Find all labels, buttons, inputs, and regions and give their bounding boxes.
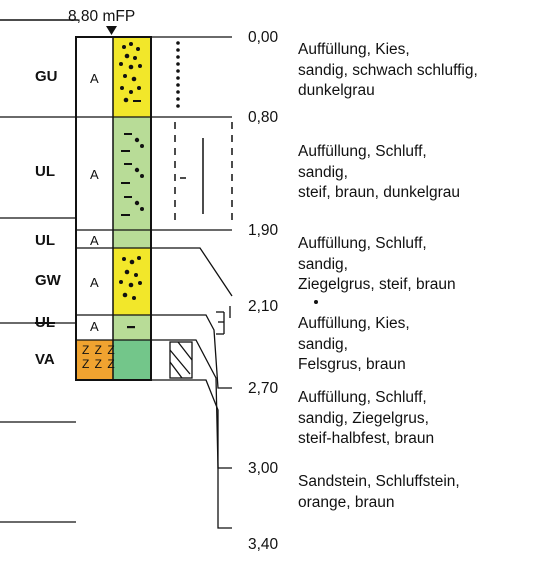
hatched-rock-box [169, 341, 193, 379]
layer-code-ul-1: UL [35, 163, 55, 180]
depth-label: 0,00 [248, 29, 279, 46]
gravel-symbol-gw [119, 256, 142, 300]
layer-description-va: Sandstein, Schluffstein, orange, braun [298, 472, 460, 513]
layer-description-ul-1: Auffüllung, Schluff, sandig, steif, brau… [298, 142, 460, 204]
depth-label-final: 3,40 [248, 536, 279, 553]
elevation-label: 8,80 mFP [68, 8, 136, 25]
silt-symbol-ul-1 [121, 133, 144, 216]
description-line: Auffüllung, Schluff, [298, 143, 427, 160]
depth-label: 2,70 [248, 380, 279, 397]
layer-code-gu: GU [35, 68, 58, 85]
gravel-dots-column [176, 41, 180, 108]
small-dot-marker [314, 300, 318, 304]
silt-symbol-ul-3 [127, 326, 135, 329]
small-bracket-symbol [216, 306, 231, 335]
layer-description-ul-2: Auffüllung, Schluff, sandig, Ziegelgrus,… [298, 234, 456, 296]
depth-label: 2,10 [248, 298, 279, 315]
depth-label: 3,00 [248, 460, 279, 477]
layer-description-gw: Auffüllung, Kies, sandig, Felsgrus, brau… [298, 314, 410, 376]
layer-fill-gu [113, 37, 151, 117]
layer-code-ul-3: UL [35, 314, 55, 331]
layer-code-va: VA [35, 351, 55, 368]
description-line: steif, braun, dunkelgrau [298, 184, 460, 201]
description-line: sandig, [298, 163, 348, 181]
description-line: orange, braun [298, 493, 395, 511]
layer-description-gu: Auffüllung, Kies, sandig, schwach schluf… [298, 40, 478, 102]
description-line: Felsgrus, braun [298, 356, 406, 373]
layer-kind-gu: A [90, 71, 99, 86]
layer-description-ul-3: Auffüllung, Schluff, sandig, Ziegelgrus,… [298, 388, 434, 450]
elevation-marker-triangle [106, 26, 117, 35]
description-line: Auffüllung, Schluff, [298, 389, 427, 406]
depth-label: 1,90 [248, 222, 279, 239]
description-line: sandig, [298, 255, 348, 273]
layer-fill-va-green [113, 340, 151, 380]
layer-code-ul-2: UL [35, 232, 55, 249]
description-line: sandig, schwach schluffig, [298, 61, 478, 79]
layer-kind-gw: A [90, 275, 99, 290]
description-line: sandig, Ziegelgrus, [298, 409, 429, 427]
silt-dash-columns [174, 122, 233, 226]
description-line: sandig, [298, 335, 348, 353]
rock-symbol-line-2: Z Z Z [82, 357, 116, 371]
description-line: dunkelgrau [298, 82, 375, 99]
rock-symbol-line-1: Z Z Z [82, 343, 116, 357]
description-line: Auffüllung, Kies, [298, 41, 410, 58]
description-line: steif-halbfest, braun [298, 430, 435, 447]
layer-kind-ul-1: A [90, 167, 99, 182]
layer-kind-ul-2: A [90, 233, 99, 248]
layer-fill-ul-2 [113, 230, 151, 248]
depth-leader-lines [151, 36, 233, 529]
depth-label: 0,80 [248, 109, 279, 126]
description-line: Auffüllung, Schluff, [298, 235, 427, 252]
layer-fill-gw [113, 248, 151, 315]
gravel-symbol-gu [119, 42, 142, 103]
layer-code-gw: GW [35, 272, 61, 289]
description-line: Auffüllung, Kies, [298, 315, 410, 332]
layer-fill-va-orange [76, 340, 114, 380]
layer-kind-ul-3: A [90, 319, 99, 334]
layer-fill-ul-1 [113, 117, 151, 230]
description-line: Ziegelgrus, steif, braun [298, 276, 456, 293]
description-line: Sandstein, Schluffstein, [298, 473, 460, 490]
